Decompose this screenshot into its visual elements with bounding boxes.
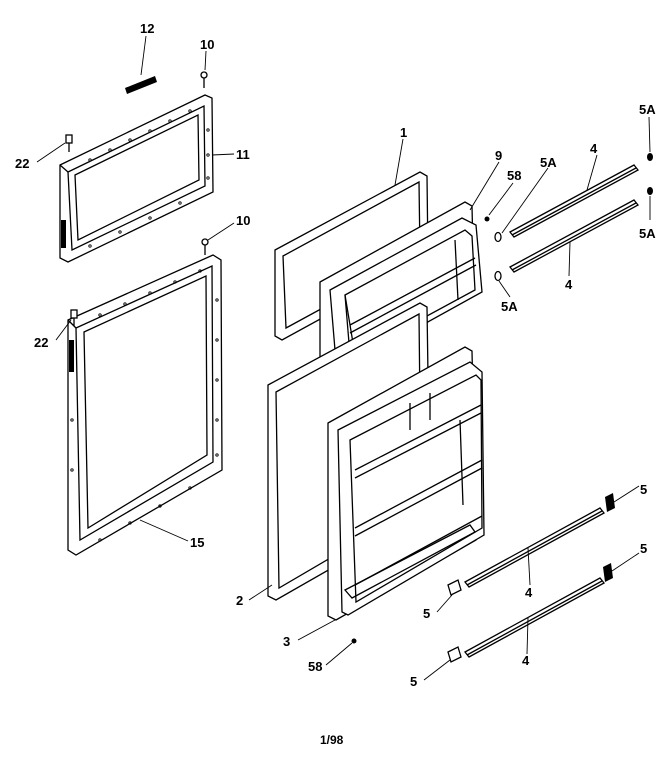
label-58-top: 58	[507, 168, 521, 183]
label-4-c: 4	[525, 585, 533, 600]
screw-22-top	[65, 134, 73, 152]
screw-58-bottom	[351, 638, 357, 644]
label-5-b: 5	[423, 606, 430, 621]
label-5-c: 5	[640, 541, 647, 556]
label-15: 15	[190, 535, 204, 550]
label-5-a: 5	[640, 482, 647, 497]
end-cap-5-set	[447, 493, 615, 663]
label-5A-d: 5A	[501, 299, 518, 314]
label-4-d: 4	[522, 653, 530, 668]
frame-screw-holes	[88, 109, 210, 248]
nameplate-part	[125, 76, 157, 94]
label-1: 1	[400, 125, 407, 140]
part-labels: 12 10 11 22 10 22 15 1 9 58 5A 4 5A 5A 4…	[15, 21, 656, 689]
frame-screw-holes	[70, 269, 219, 542]
freezer-door-liner	[319, 201, 483, 376]
shelf-rail-4a	[509, 164, 639, 238]
freezer-door-frame	[59, 94, 214, 263]
shelf-rail-4d	[464, 577, 605, 658]
label-4-b: 4	[565, 277, 573, 292]
fresh-food-door-liner	[327, 346, 485, 621]
screw-10-top	[200, 71, 208, 88]
screw-10-lower	[201, 238, 209, 255]
label-5A-a: 5A	[540, 155, 557, 170]
leader-lines	[36, 35, 651, 681]
shelf-rail-4c	[464, 507, 605, 588]
screw-22-lower	[70, 309, 78, 326]
label-2: 2	[236, 593, 243, 608]
diagram-date-footer: 1/98	[320, 733, 344, 747]
label-5A-c: 5A	[639, 226, 656, 241]
screw-58-top	[484, 216, 490, 222]
label-22-lower: 22	[34, 335, 48, 350]
label-10-top: 10	[200, 37, 214, 52]
label-3: 3	[283, 634, 290, 649]
label-22-top: 22	[15, 156, 29, 171]
label-5A-b: 5A	[639, 102, 656, 117]
label-4-a: 4	[590, 141, 598, 156]
label-10-lower: 10	[236, 213, 250, 228]
label-11: 11	[236, 147, 250, 162]
label-58-bottom: 58	[308, 659, 322, 674]
shelf-rail-4b	[509, 199, 639, 273]
fresh-food-door-frame	[67, 254, 223, 556]
label-5-d: 5	[410, 674, 417, 689]
label-12: 12	[140, 21, 154, 36]
end-cap-5A-set	[494, 153, 653, 282]
label-9: 9	[495, 148, 502, 163]
